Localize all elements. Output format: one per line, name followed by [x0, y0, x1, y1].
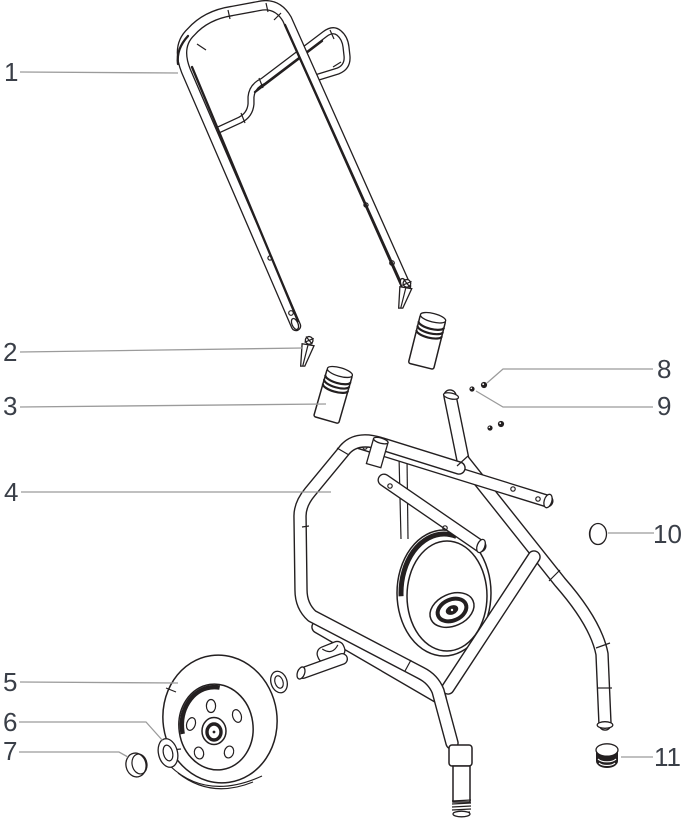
leader-5: [19, 681, 179, 684]
handle-joint-ticks: [196, 2, 342, 124]
cap-part-7: [125, 752, 148, 778]
callout-leaders: [19, 71, 654, 758]
axle-washer-right: [270, 670, 288, 694]
cart-frame: [293, 389, 614, 818]
callout-labels: 1 2 3 4 5 6 7 8 9 10 11: [3, 57, 682, 772]
callout-label-8: 8: [657, 354, 671, 384]
front-leg-foot: [448, 744, 473, 818]
callout-label-11: 11: [654, 742, 681, 772]
wedge-pin-left: [299, 335, 315, 367]
sleeve-right: [408, 311, 447, 370]
screw-set: [469, 381, 505, 431]
leader-2: [19, 347, 304, 353]
callout-label-5: 5: [3, 667, 17, 697]
cap-part-10: [588, 522, 608, 546]
leader-6: [19, 721, 164, 742]
leader-9: [475, 390, 653, 408]
callout-label-6: 6: [3, 707, 17, 737]
callout-label-7: 7: [3, 736, 17, 766]
leader-1: [19, 71, 179, 74]
washer-part-6: [157, 738, 179, 768]
callout-label-2: 2: [3, 337, 17, 367]
callout-label-3: 3: [3, 391, 17, 421]
callout-label-4: 4: [4, 477, 18, 507]
wedge-pin-right: [397, 278, 413, 309]
leader-3: [19, 403, 327, 408]
front-wheel: [162, 654, 278, 790]
handle-assembly: [176, 0, 412, 332]
callout-label-9: 9: [657, 391, 671, 421]
foot-cap-part-11: [595, 743, 619, 768]
leader-7: [19, 751, 129, 758]
left-receiver-stub: [365, 436, 389, 469]
sleeve-left: [313, 365, 354, 424]
callout-label-10: 10: [653, 519, 682, 549]
leader-8: [486, 368, 653, 384]
frame-joint-ticks: [301, 447, 612, 689]
callout-label-1: 1: [4, 57, 18, 87]
